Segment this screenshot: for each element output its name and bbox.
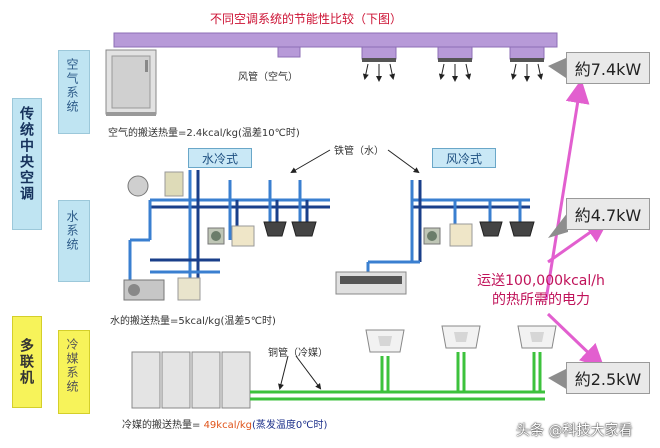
copper-pipe-label: 铜管（冷媒） [268,348,328,359]
power-pointer-wedges [548,58,568,390]
water-cooled-tag: 水冷式 [188,148,252,168]
row-air-box [58,50,90,134]
refrigerant-heat-suffix: (蒸发温度0℃时) [252,420,328,431]
power-air-box: 約7.4kW [566,52,650,84]
row-refrigerant-box [58,330,90,414]
row-air-label: 空气系统 [65,58,79,114]
callout-line-1: 运送100,000kcal/h [477,273,605,289]
group-central-box [12,98,42,230]
group-multi-label: 多联机 [18,338,34,386]
diagram-title: 不同空调系统的节能性比较（下图） [210,12,403,26]
refrigerant-heat-prefix: 冷媒的搬送热量= [122,420,204,431]
power-arrows [544,79,610,369]
row-water-label: 水系统 [65,210,79,252]
air-cooled-piping [366,180,530,272]
row-refrigerant-label: 冷媒系统 [65,338,79,394]
duct-label: 风管（空气） [238,72,298,83]
group-central-label: 传统中央空调 [18,106,34,202]
power-refrigerant-box: 約2.5kW [566,362,650,394]
cassette-indoor-units [365,325,557,353]
air-duct [113,32,558,62]
row-water-box [58,200,90,282]
air-heat-label: 空气的搬送热量=2.4kcal/kg(温差10℃时) [108,128,300,139]
power-water-box: 約4.7kW [566,198,650,230]
iron-pipe-label: 铁管（水） [334,146,384,157]
air-cooled-tag: 风冷式 [432,148,496,168]
air-handling-unit [105,49,157,116]
duct-airflow-arrows [362,63,544,82]
refrigerant-heat-value: 49kcal/kg [203,420,252,431]
group-multi-box [12,316,42,408]
water-heat-label: 水的搬送热量=5kcal/kg(温差5℃时) [110,316,276,327]
watermark: 头条 @科技大家看 [516,423,633,439]
iron-pipe-pointers [290,149,420,174]
air-cooled-equipment [335,221,535,295]
multi-split-outdoor-units [131,351,251,409]
water-cooled-equipment [123,171,317,301]
refrigerant-piping [250,352,545,401]
copper-pipe-pointers [278,355,322,390]
power-callout: 运送100,000kcal/h 的热所需的电力 [466,272,616,310]
callout-line-2: 的热所需的电力 [492,292,590,308]
refrigerant-heat-label: 冷媒的搬送热量= 49kcal/kg(蒸发温度0℃时) [122,416,327,431]
